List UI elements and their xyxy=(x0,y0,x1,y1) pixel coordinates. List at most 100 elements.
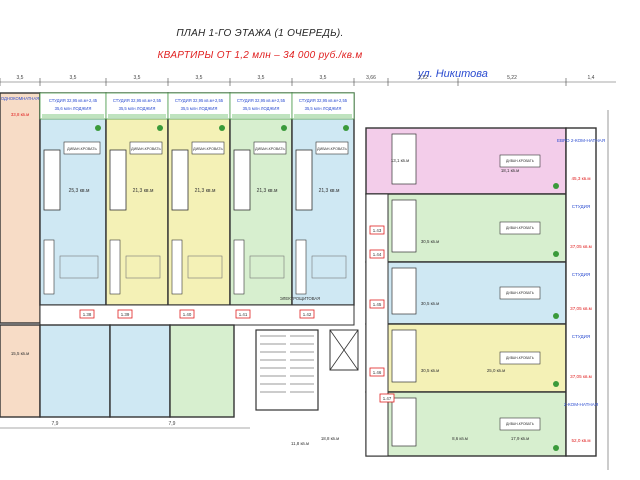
dim-label-bottom: 7,9 xyxy=(169,421,176,427)
sofa-label: ДИВАН-КРОВАТЬ xyxy=(67,147,97,151)
hall-box xyxy=(59,255,99,279)
studio-price-label: 35,5 млн ЛОДЖИЯ xyxy=(243,106,280,111)
sofa-label: ДИВАН-КРОВАТЬ xyxy=(255,147,285,151)
room-area-label: 18,1 кв.м xyxy=(501,168,519,173)
right-sofa-label: ДИВАН-КРОВАТЬ xyxy=(506,226,535,230)
right-sofa xyxy=(499,286,541,300)
right-sofa xyxy=(499,417,541,431)
unit-tag-label: 1.40 xyxy=(183,312,192,317)
right-bathroom xyxy=(391,133,417,185)
room-area-label: 25,0 кв.м xyxy=(487,368,505,373)
dim-label-bottom: 7,9 xyxy=(52,421,59,427)
unit-tag-label: 1.38 xyxy=(83,312,92,317)
plan-subtitle: КВАРТИРЫ ОТ 1,2 млн – 34 000 руб./кв.м xyxy=(157,50,363,61)
right-bathroom xyxy=(391,199,417,253)
unit-tag-box xyxy=(299,309,315,319)
studio-type-label: СТУДИЯ 32,95 кв.м+2,55 xyxy=(299,98,348,103)
sofa-label: ДИВАН-КРОВАТЬ xyxy=(317,147,347,151)
bathroom xyxy=(109,149,127,211)
unit-tag-box xyxy=(369,299,385,309)
plant-icon xyxy=(553,183,559,189)
right-unit-area: 52,0 кв.м xyxy=(571,438,590,443)
bottom-unit-2 xyxy=(39,324,111,418)
hall-box xyxy=(187,255,223,279)
bottom-unit-4 xyxy=(169,324,235,418)
dim-label-top: 2,22 xyxy=(418,75,428,81)
plant-icon xyxy=(553,313,559,319)
room-area-label: 15,5 кв.м xyxy=(11,351,29,356)
right-bathroom xyxy=(391,329,417,383)
unit-tag-label: 1.41 xyxy=(239,312,248,317)
unit-tag-box xyxy=(79,309,95,319)
plant-icon xyxy=(281,125,287,131)
plant-icon xyxy=(343,125,349,131)
unit-tag-label: 1.43 xyxy=(373,228,382,233)
dim-label-top: 3,5 xyxy=(258,75,265,81)
kitchen-counter xyxy=(295,239,307,295)
right-unit-label: СТУДИЯ xyxy=(572,272,590,277)
unit-tag-label: 1.47 xyxy=(383,396,392,401)
right-sofa xyxy=(499,351,541,365)
right-sofa-label: ДИВАН-КРОВАТЬ xyxy=(506,356,535,360)
sofa-label: ДИВАН-КРОВАТЬ xyxy=(193,147,223,151)
right-sofa-label: ДИВАН-КРОВАТЬ xyxy=(506,159,535,163)
sofa-label: ДИВАН-КРОВАТЬ xyxy=(131,147,161,151)
right-bathroom xyxy=(391,397,417,447)
right-sofa xyxy=(499,221,541,235)
studio-type-label: СТУДИЯ 32,95 кв.м+2,55 xyxy=(237,98,286,103)
right-corridor xyxy=(365,193,389,457)
room-area-label: 8,6 кв.м xyxy=(452,436,468,441)
studio-type-label: СТУДИЯ 32,95 кв.м+2,55 xyxy=(175,98,224,103)
room-area-label: 30,5 кв.м xyxy=(421,239,439,244)
right-unit-area: 45,3 кв.м xyxy=(571,176,590,181)
plant-icon xyxy=(157,125,163,131)
dim-label-top: 5,22 xyxy=(507,75,517,81)
dim-label-top: 3,66 xyxy=(366,75,376,81)
loggia-strip xyxy=(42,114,104,118)
electrical-room-label: ЭЛЕКТРОЩИТОВАЯ xyxy=(280,296,320,301)
dim-label-top: 1,4 xyxy=(588,75,595,81)
studio-area-label: 21,3 кв.м xyxy=(195,188,216,194)
dim-label-top: 3,5 xyxy=(17,75,24,81)
studio-price-label: 35,5 млн ЛОДЖИЯ xyxy=(305,106,342,111)
kitchen-counter xyxy=(109,239,121,295)
studio-area-label: 21,3 кв.м xyxy=(257,188,278,194)
right-bathroom xyxy=(391,267,417,315)
corner-unit-fill xyxy=(0,92,41,324)
dim-label-top: 3,5 xyxy=(134,75,141,81)
bathroom xyxy=(233,149,251,211)
studio-area-label: 21,3 кв.м xyxy=(133,188,154,194)
bottom-unit-1 xyxy=(0,324,41,418)
loggia-strip xyxy=(294,114,352,118)
bathroom xyxy=(295,149,313,211)
bathroom xyxy=(171,149,189,211)
unit-tag-box xyxy=(369,249,385,259)
hall-box xyxy=(311,255,347,279)
hall-box xyxy=(249,255,285,279)
plant-icon xyxy=(553,381,559,387)
right-unit-label: СТУДИЯ xyxy=(572,334,590,339)
right-unit-area: 37,05 кв.м xyxy=(570,244,592,249)
right-unit-label: 2-КОМ-НАТНАЯ xyxy=(564,402,598,407)
loggia-strip xyxy=(170,114,228,118)
unit-tag-box xyxy=(369,225,385,235)
unit-tag-label: 1.39 xyxy=(121,312,130,317)
sofa-bed xyxy=(129,141,163,155)
room-area-label: 30,5 кв.м xyxy=(421,301,439,306)
unit-tag-box xyxy=(179,309,195,319)
loggia-strip xyxy=(232,114,290,118)
room-area-label: 11,8 кв.м xyxy=(291,441,309,446)
studio-type-label: СТУДИЯ 32,95 кв.м+2,45 xyxy=(49,98,98,103)
right-unit-label: ЕВРО 2-КОМ-НАТНАЯ xyxy=(557,138,605,143)
right-unit-area: 37,05 кв.м xyxy=(570,374,592,379)
sofa-bed xyxy=(253,141,287,155)
room-area-label: 17,9 кв.м xyxy=(511,436,529,441)
sofa-bed xyxy=(315,141,349,155)
street-label: ул. Никитова xyxy=(418,68,488,80)
hall-box xyxy=(125,255,161,279)
plant-icon xyxy=(553,251,559,257)
studio-price-label: 35,5 млн ЛОДЖИЯ xyxy=(181,106,218,111)
